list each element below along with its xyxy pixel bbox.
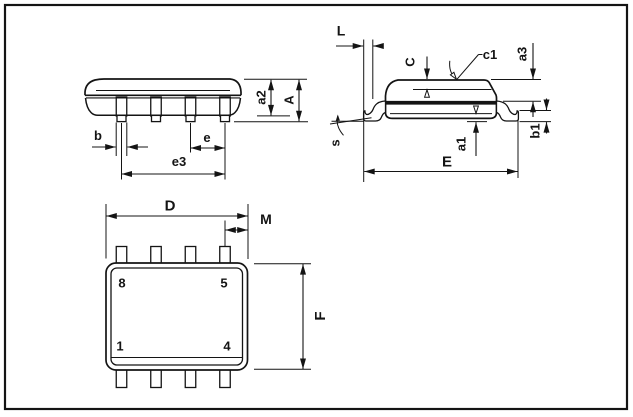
dim-a1: a1 — [453, 105, 487, 156]
page-border — [3, 3, 629, 411]
dim-s: s — [327, 114, 372, 147]
end-view: L C c1 a3 s — [327, 23, 551, 182]
dim-label-A: A — [281, 95, 296, 105]
pin — [150, 367, 162, 389]
pin-number-4: 4 — [223, 338, 231, 353]
dim-label-C: C — [402, 57, 417, 67]
package-body-cap — [84, 78, 242, 96]
dim-label-E: E — [442, 153, 452, 170]
open-arrowhead — [472, 105, 480, 116]
top-view: 8 5 1 4 D M F — [105, 197, 329, 389]
dim-label-M: M — [260, 211, 272, 227]
open-arrowhead — [423, 88, 431, 98]
dim-label-e3: e3 — [172, 154, 186, 169]
dim-label-e: e — [203, 130, 210, 145]
dim-E: E — [364, 120, 519, 178]
dim-label-s: s — [327, 139, 342, 146]
package-body-lower — [84, 97, 242, 117]
package-body-outer — [105, 262, 249, 371]
package-body-cap — [384, 79, 498, 101]
lead-right — [495, 100, 520, 122]
pin — [219, 96, 231, 117]
pin — [219, 367, 231, 389]
dim-label-c1: c1 — [483, 47, 497, 62]
pin — [150, 96, 162, 117]
pin — [115, 245, 128, 266]
pin — [115, 96, 128, 117]
side-view: a2 A b e e3 — [84, 78, 308, 180]
dim-a2: a2 — [244, 78, 307, 117]
open-arrowhead — [449, 71, 458, 81]
pin — [184, 367, 197, 389]
arrowhead — [335, 114, 340, 121]
dim-F: F — [254, 263, 329, 370]
dim-L: L — [336, 23, 384, 182]
dim-label-a3: a3 — [514, 47, 529, 61]
pin — [219, 245, 231, 266]
dim-M: M — [224, 211, 272, 247]
package-body-inner — [110, 267, 244, 366]
dim-label-L: L — [337, 23, 346, 39]
pin — [150, 245, 162, 266]
dim-A: A — [234, 79, 308, 123]
pin-number-1: 1 — [116, 338, 123, 353]
dim-label-b1: b1 — [527, 123, 542, 138]
dim-label-F: F — [312, 311, 329, 320]
pin-number-5: 5 — [220, 275, 227, 290]
dim-a3: a3 — [491, 43, 541, 117]
pin — [184, 245, 197, 266]
pin-foot — [116, 114, 127, 123]
dim-label-a2: a2 — [253, 90, 268, 104]
dim-e3: e3 — [121, 123, 226, 180]
dim-label-b: b — [94, 128, 102, 143]
pin-number-8: 8 — [118, 275, 125, 290]
dim-c1: c1 — [449, 47, 497, 81]
pin-foot — [150, 114, 162, 123]
dim-e: e — [190, 123, 225, 153]
leader-line — [456, 54, 479, 81]
package-body-lower — [384, 102, 498, 120]
dim-D: D — [105, 197, 249, 259]
pin — [184, 96, 197, 117]
pin-foot — [219, 114, 231, 123]
dim-b: b — [92, 122, 148, 156]
dim-label-D: D — [165, 197, 176, 214]
dim-label-a1: a1 — [453, 137, 468, 151]
dim-C: C — [402, 56, 431, 98]
pin-foot — [185, 114, 196, 123]
pin — [115, 367, 128, 389]
dim-b1: b1 — [519, 98, 551, 139]
